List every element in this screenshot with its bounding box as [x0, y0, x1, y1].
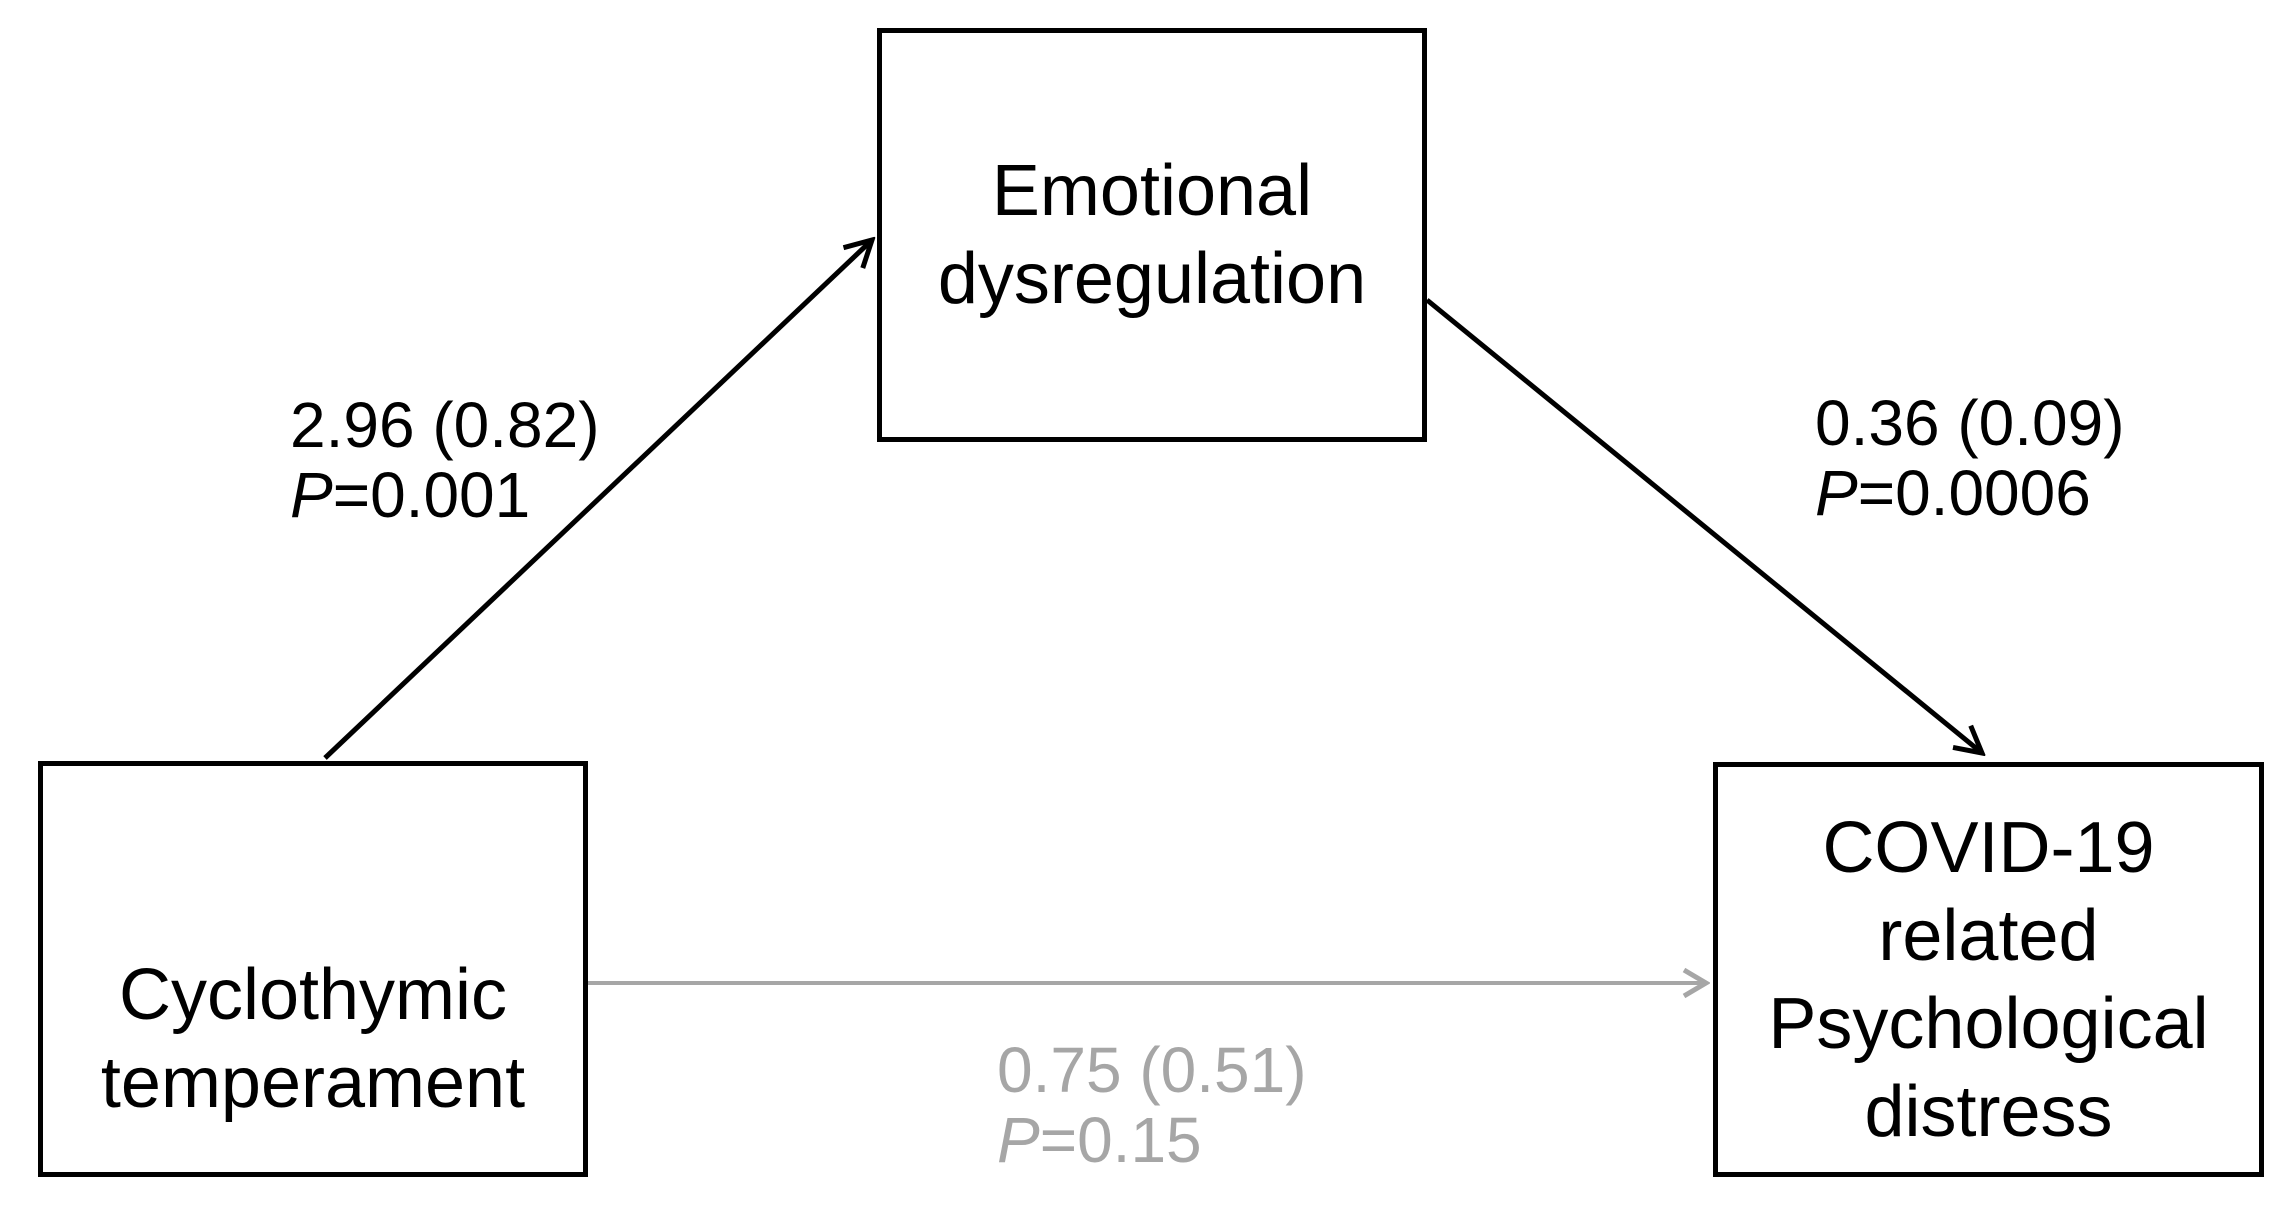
path-c-coefficient: 0.75 (0.51) [997, 1034, 1307, 1106]
path-a-coefficient: 2.96 (0.82) [290, 389, 600, 461]
node-emotional-dysregulation: Emotional dysregulation [877, 28, 1427, 442]
path-c-pvalue: P=0.15 [997, 1104, 1202, 1176]
path-b-label: 0.36 (0.09) P=0.0006 [1815, 388, 2125, 528]
node-cyclothymic-temperament: Cyclothymic temperament [38, 761, 588, 1177]
path-c-label: 0.75 (0.51) P=0.15 [997, 1035, 1307, 1175]
node-covid19-psychological-distress: COVID-19 related Psychological distress [1713, 762, 2264, 1177]
node-emotional-dysregulation-label: Emotional dysregulation [937, 151, 1367, 319]
path-a-pvalue: P=0.001 [290, 459, 531, 531]
path-b-pvalue: P=0.0006 [1815, 457, 2091, 529]
path-b-coefficient: 0.36 (0.09) [1815, 387, 2125, 459]
path-a-label: 2.96 (0.82) P=0.001 [290, 390, 600, 530]
node-covid19-psychological-distress-label: COVID-19 related Psychological distress [1768, 807, 2209, 1152]
node-cyclothymic-temperament-label: Cyclothymic temperament [100, 955, 526, 1123]
